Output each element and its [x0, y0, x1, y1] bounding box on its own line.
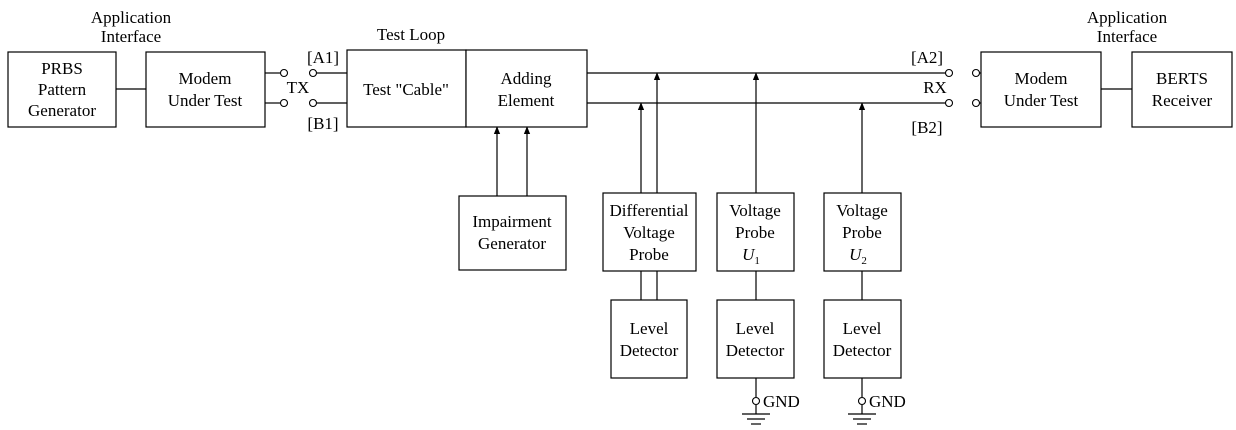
gnd-label-1: GND: [763, 392, 800, 411]
impairment-label-line1: Impairment: [472, 212, 552, 231]
modem-rx-block: Modem Under Test: [980, 51, 1102, 128]
prbs-label-line1: PRBS: [41, 59, 83, 78]
app-interface-left-label-line1: Application: [91, 8, 172, 27]
voltage-probe-u1-block: Voltage Probe U1: [716, 192, 795, 272]
berts-receiver-block: BERTS Receiver: [1131, 51, 1233, 128]
impairment-label-line2: Generator: [478, 234, 546, 253]
prbs-generator-block: PRBS Pattern Generator: [7, 51, 117, 128]
vprobe2-label-line2: Probe: [842, 223, 882, 242]
modem-tx-label-line2: Under Test: [168, 91, 243, 110]
modem-tx-block: Modem Under Test: [145, 51, 266, 128]
b1-label: [B1]: [307, 114, 338, 133]
prbs-label-line2: Pattern: [38, 80, 87, 99]
diff-probe-label-line2: Voltage: [623, 223, 675, 242]
modem-rx-label-line1: Modem: [1015, 69, 1068, 88]
adding-element-block: Adding Element: [465, 49, 588, 128]
differential-voltage-probe-block: Differential Voltage Probe: [602, 192, 697, 272]
level1-label-line2: Detector: [620, 341, 679, 360]
tx-connector: [265, 68, 347, 108]
voltage-probe-u2-block: Voltage Probe U2: [823, 192, 902, 272]
level3-label-line2: Detector: [833, 341, 892, 360]
app-interface-right-label-line1: Application: [1087, 8, 1168, 27]
berts-label-line2: Receiver: [1152, 91, 1213, 110]
a1-label: [A1]: [307, 48, 339, 67]
vprobe2-label-line1: Voltage: [836, 201, 888, 220]
b2-label: [B2]: [911, 118, 942, 137]
level1-label-line1: Level: [630, 319, 669, 338]
level-detector-3-block: Level Detector: [823, 299, 902, 379]
ground-icon: [848, 378, 876, 425]
level2-label-line2: Detector: [726, 341, 785, 360]
adding-element-label-line1: Adding: [501, 69, 553, 88]
test-cable-label: Test "Cable": [363, 80, 449, 99]
modem-tx-label-line1: Modem: [179, 69, 232, 88]
level3-label-line1: Level: [843, 319, 882, 338]
app-interface-left-label-line2: Interface: [101, 27, 161, 46]
vprobe1-label-u: U1: [742, 245, 760, 267]
modem-rx-label-line2: Under Test: [1004, 91, 1079, 110]
ground-icon: [742, 378, 770, 425]
test-cable-block: Test "Cable": [346, 49, 467, 128]
tx-label: TX: [287, 78, 310, 97]
a2-label: [A2]: [911, 48, 943, 67]
prbs-label-line3: Generator: [28, 101, 96, 120]
diff-probe-label-line1: Differential: [610, 201, 689, 220]
test-loop-label: Test Loop: [377, 25, 445, 44]
rx-connector: [944, 68, 981, 108]
level-detector-2-block: Level Detector: [716, 299, 795, 379]
vprobe2-label-u: U2: [849, 245, 867, 267]
level-detector-1-block: Level Detector: [610, 299, 688, 379]
vprobe1-label-line1: Voltage: [729, 201, 781, 220]
level2-label-line1: Level: [736, 319, 775, 338]
impairment-generator-block: Impairment Generator: [458, 195, 567, 271]
app-interface-right-label-line2: Interface: [1097, 27, 1157, 46]
rx-label: RX: [923, 78, 947, 97]
vprobe1-label-line2: Probe: [735, 223, 775, 242]
diff-probe-label-line3: Probe: [629, 245, 669, 264]
adding-element-label-line2: Element: [498, 91, 555, 110]
gnd-label-2: GND: [869, 392, 906, 411]
berts-label-line1: BERTS: [1156, 69, 1208, 88]
